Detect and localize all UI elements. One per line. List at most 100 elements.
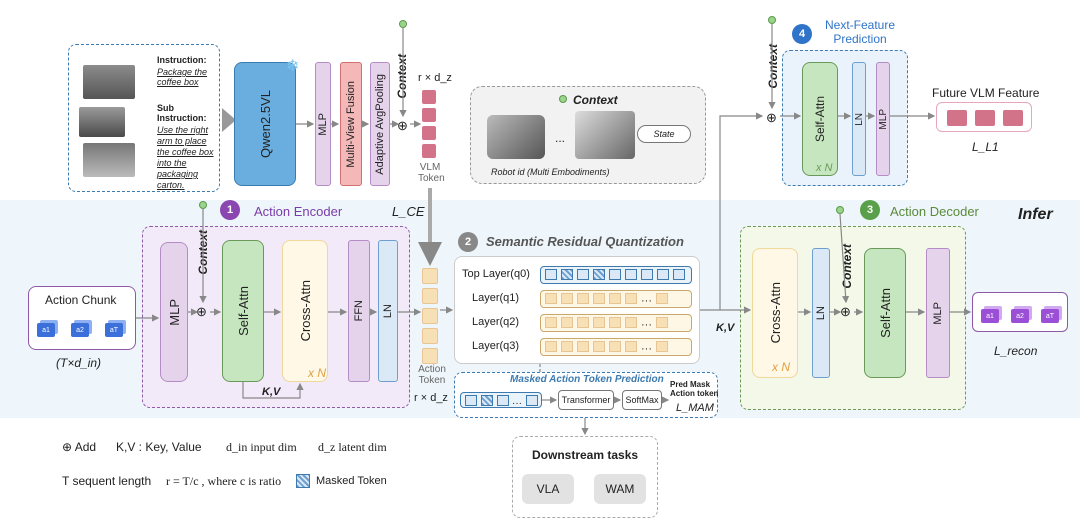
sub-instruction-text: Use the right arm to place the coffee bo… [157, 125, 214, 190]
encoder-kv-line [242, 382, 304, 399]
token-cell [545, 317, 557, 328]
recon-cube-aT: aT [1041, 309, 1059, 323]
legend-din: d_in input dim [226, 440, 297, 454]
action-token [422, 348, 438, 364]
token-cell [625, 317, 637, 328]
token-cell [625, 341, 637, 352]
robot-context-label: Context [573, 93, 618, 107]
decoder-add-icon: ⊕ [840, 304, 851, 319]
token-cell [577, 317, 589, 328]
action-token-rxdz: r × d_z [414, 392, 448, 404]
vlm-mlp-block: MLP [315, 62, 331, 186]
masked-token-cell [481, 395, 493, 406]
robot-machine-image [575, 111, 635, 159]
decoder-context-dot [836, 206, 844, 214]
future-token [975, 110, 995, 126]
action-token [422, 328, 438, 344]
robot-dots: ... [555, 131, 566, 145]
vla-box: VLA [522, 474, 574, 504]
robot-image-1 [83, 65, 135, 99]
vlm-token [422, 90, 436, 104]
srq-layer-label-2: Layer(q2) [472, 316, 520, 328]
future-token [1003, 110, 1023, 126]
qwen-block: Qwen2.5VL [234, 62, 296, 186]
token-cell [593, 341, 605, 352]
mam-pred-label: Pred Mask Action token [670, 380, 719, 398]
action-token [422, 308, 438, 324]
nfp-context-dot [768, 16, 776, 24]
action-cube-a1: a1 [37, 323, 55, 337]
encoder-self-attn-block: Self-Attn [222, 240, 264, 382]
nfp-mlp-block: MLP [876, 62, 890, 176]
action-token [422, 288, 438, 304]
token-cell [673, 269, 685, 280]
decoder-xn: x N [772, 360, 790, 374]
encoder-ln-block: LN [378, 240, 398, 382]
adaptive-pool-block: Adaptive AvgPooling [370, 62, 390, 186]
nfp-number-badge: 4 [792, 24, 812, 44]
srq-layer-2-row: ··· [540, 314, 692, 332]
vlm-token [422, 108, 436, 122]
srq-top-layer-row [540, 266, 692, 284]
encoder-kv-label: K,V [262, 386, 281, 398]
loss-recon: L_recon [994, 344, 1038, 358]
multi-view-fusion-block: Multi-View Fusion [340, 62, 362, 186]
vlm-rxdz: r × d_z [418, 72, 452, 84]
vlm-context-dot [399, 20, 407, 28]
legend-t: T sequent length [62, 474, 152, 488]
srq-to-decoder [700, 112, 764, 311]
masked-token-cell [561, 269, 573, 280]
decoder-mlp-block: MLP [926, 248, 950, 378]
token-cell [656, 293, 668, 304]
vlm-add-icon: ⊕ [397, 118, 408, 133]
snowflake-icon: ❄ [286, 58, 300, 75]
token-cell [609, 341, 621, 352]
instruction-text: Package the coffee box [157, 67, 208, 87]
srq-layer-1-row: ··· [540, 290, 692, 308]
token-cell [545, 269, 557, 280]
future-token [947, 110, 967, 126]
nfp-title: Next-Feature Prediction [824, 18, 896, 46]
token-cell [561, 341, 573, 352]
wam-box: WAM [594, 474, 646, 504]
robot-image-3 [83, 143, 135, 177]
state-box: State [637, 125, 691, 143]
token-cell [465, 395, 477, 406]
token-cell [656, 341, 668, 352]
nfp-xn: x N [816, 162, 833, 174]
legend-dz: d_z latent dim [318, 440, 387, 454]
mam-token-row: ··· [460, 392, 542, 409]
token-cell [577, 293, 589, 304]
encoder-xn: x N [308, 366, 326, 380]
token-cell [609, 269, 621, 280]
token-cell [577, 341, 589, 352]
action-chunk-title: Action Chunk [45, 293, 117, 307]
legend-masked: Masked Token [316, 475, 387, 487]
decoder-context-line [839, 213, 850, 304]
decoder-number-badge: 3 [860, 200, 880, 220]
encoder-number-badge: 1 [220, 200, 240, 220]
downstream-title: Downstream tasks [532, 448, 639, 462]
robot-image-2 [79, 107, 125, 137]
encoder-context-dot [199, 201, 207, 209]
nfp-ln-block: LN [852, 62, 866, 176]
token-cell [625, 293, 637, 304]
encoder-mlp-block: MLP [160, 242, 188, 382]
action-chunk-dims: (T×d_in) [56, 356, 102, 370]
token-cell [497, 395, 509, 406]
infer-label: Infer [1018, 206, 1053, 223]
decoder-title: Action Decoder [890, 204, 979, 219]
token-cell [609, 317, 621, 328]
robot-arm-image [487, 115, 545, 159]
srq-number-badge: 2 [458, 232, 478, 252]
sub-instruction-label: Sub Instruction: [157, 103, 207, 123]
token-cell [545, 293, 557, 304]
masked-token-cell [593, 269, 605, 280]
srq-layer-label-3: Layer(q3) [472, 340, 520, 352]
instruction-label: Instruction: [157, 55, 207, 65]
srq-dots: ··· [641, 295, 652, 307]
masked-token-legend-icon [296, 474, 310, 488]
robot-context-panel: Context ... State Robot id (Multi Embodi… [470, 86, 706, 184]
instruction-panel: Instruction: Package the coffee box Sub … [68, 44, 220, 192]
token-cell [561, 293, 573, 304]
